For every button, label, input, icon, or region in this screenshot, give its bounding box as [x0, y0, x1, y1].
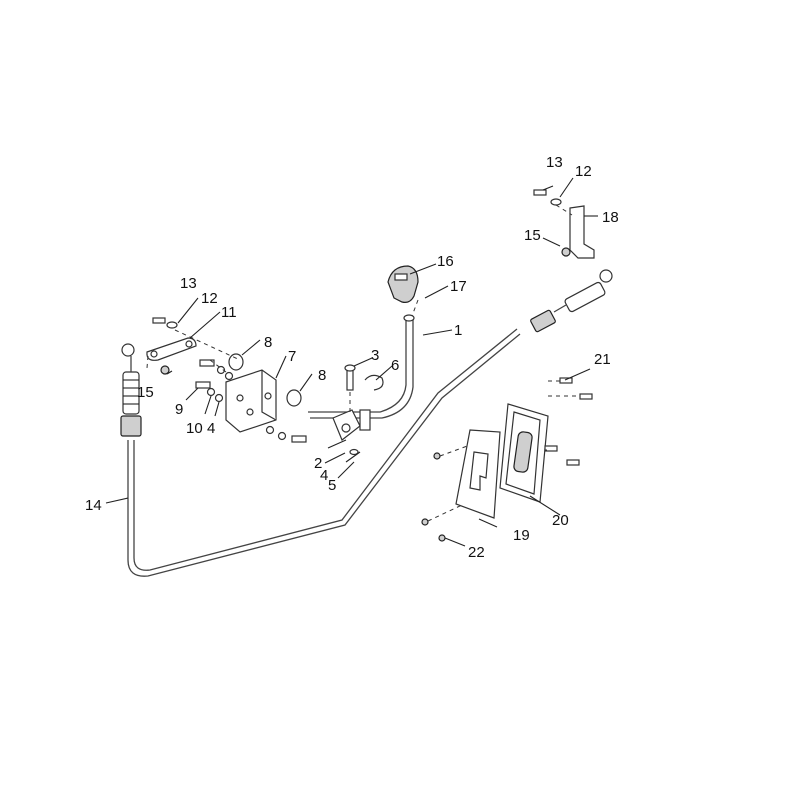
callout-16: 16: [437, 253, 454, 270]
callout-11: 11: [221, 304, 237, 321]
callout-4b: 4: [320, 467, 328, 484]
callout-10: 10: [186, 420, 203, 437]
upper-bracket: [533, 189, 595, 259]
callout-3: 3: [371, 347, 379, 364]
callout-1: 1: [454, 322, 462, 339]
callout-9: 9: [175, 401, 183, 418]
callout-15a: 15: [137, 384, 154, 401]
callout-14: 14: [85, 497, 102, 514]
callout-8b: 8: [318, 367, 326, 384]
callout-19: 19: [513, 527, 530, 544]
shift-lever: [308, 265, 419, 441]
cable-assembly: [120, 269, 613, 577]
callout-18: 18: [602, 209, 619, 226]
callout-17: 17: [450, 278, 467, 295]
pin-and-clip: [344, 364, 384, 463]
callout-labels: 1 2 3 4 4 5 6 7 8 8 9 10 11 12 12 13 13 …: [85, 154, 619, 561]
callout-20: 20: [552, 512, 569, 529]
callout-2: 2: [314, 455, 322, 472]
leader-lines: [105, 177, 598, 547]
callout-7: 7: [288, 348, 296, 365]
callout-6: 6: [391, 357, 399, 374]
callout-13a: 13: [180, 275, 197, 292]
callout-15b: 15: [524, 227, 541, 244]
mounting-bracket: [146, 317, 307, 443]
callout-4a: 4: [207, 420, 215, 437]
callout-21: 21: [594, 351, 611, 368]
callout-12a: 12: [201, 290, 218, 307]
callout-8a: 8: [264, 334, 272, 351]
callout-5: 5: [328, 477, 336, 494]
callout-22: 22: [468, 544, 485, 561]
callout-12b: 12: [575, 163, 592, 180]
assembly-lines: [146, 204, 580, 522]
callout-13b: 13: [546, 154, 563, 171]
